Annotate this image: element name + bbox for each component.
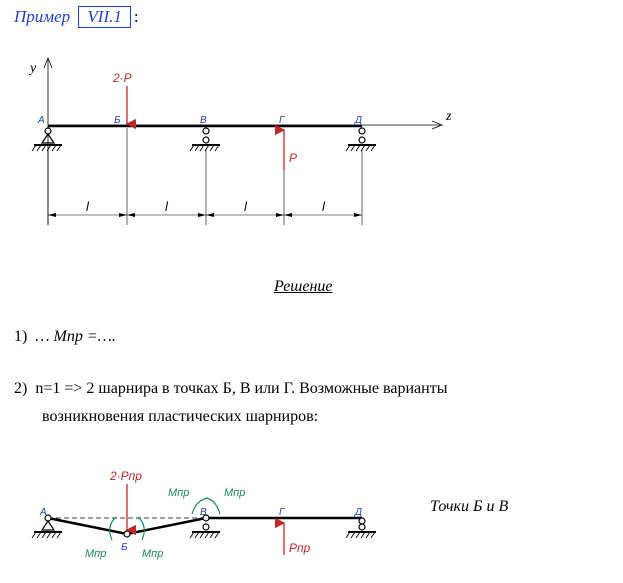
span-label-3: l [244, 199, 248, 214]
step-2-number: 2) [14, 380, 28, 397]
point-label-d: Д [354, 115, 362, 126]
step-1-number: 1) [14, 328, 28, 345]
example-number: VII.1 [87, 7, 122, 26]
step-2-continued: возникновения пластических шарниров: [42, 408, 319, 425]
step-1: 1) … Mпр =…. [14, 328, 116, 346]
moment-label-2: Mпр [142, 548, 163, 560]
support-d [345, 127, 376, 152]
support-v-2 [189, 514, 220, 539]
span-label-2: l [165, 199, 169, 214]
point-label-g: Г [279, 115, 286, 126]
support-a [31, 127, 62, 152]
moment-label-3: Mпр [168, 487, 189, 499]
moment-label-4: Mпр [224, 487, 245, 499]
caption-points: Точки Б и В [430, 498, 509, 515]
step-2-text: n=1 => 2 шарнира в точках Б, В или Г. Во… [35, 380, 448, 397]
step-1-text: … Mпр =…. [35, 328, 116, 345]
solution-title: Решение [274, 278, 333, 295]
point2-label-d: Д [354, 507, 362, 518]
point2-label-b: Б [121, 542, 128, 553]
force-p-label: P [289, 151, 297, 165]
example-number-box: VII.1 [78, 6, 131, 28]
span-label-4: l [322, 199, 326, 214]
force2-bottom-label: Pпр [289, 541, 311, 555]
hinge-b [123, 530, 131, 538]
y-axis-arrow [43, 56, 53, 69]
point2-label-v: В [200, 507, 207, 518]
span-label-1: l [86, 199, 90, 214]
example-suffix: : [133, 7, 139, 26]
example-title: Пример VII.1: [14, 6, 139, 28]
z-axis-arrow [431, 120, 444, 130]
support-v [189, 127, 220, 152]
point2-label-g: Г [279, 507, 286, 518]
force-2p-label: 2·P [112, 71, 132, 85]
example-prefix: Пример [14, 7, 71, 26]
y-axis-label: y [28, 61, 37, 76]
point-label-b: Б [114, 115, 121, 126]
support-a-2 [31, 519, 62, 539]
point-label-a: А [37, 115, 45, 126]
support-d-2 [345, 517, 376, 539]
z-axis-label: z [445, 109, 452, 124]
moment-label-1: Mпр [85, 548, 106, 560]
point-label-v: В [200, 115, 207, 126]
force2-top-label: 2·Pпр [109, 469, 142, 483]
moment-arcs [109, 497, 221, 541]
step-2: 2) n=1 => 2 шарнира в точках Б, В или Г.… [14, 380, 600, 398]
point2-label-a: А [39, 507, 47, 518]
